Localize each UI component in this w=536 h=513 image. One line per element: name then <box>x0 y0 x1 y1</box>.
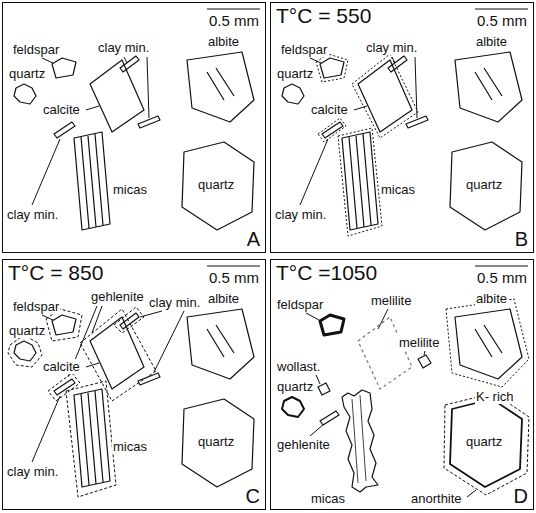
grain-outline <box>32 306 184 462</box>
grain-outline <box>450 399 522 487</box>
grain-outline <box>48 373 80 401</box>
grain-outline <box>352 54 418 138</box>
grain-outline <box>352 395 366 483</box>
mineral-label: gehlenite <box>90 289 145 304</box>
mineral-label: calcite <box>42 102 81 117</box>
mineral-label: quartz <box>465 434 503 449</box>
mineral-label: wollast. <box>276 359 321 374</box>
grain-outline <box>320 411 339 425</box>
temperature-title: T°C = 850 <box>8 261 103 285</box>
grain-outline <box>80 309 156 401</box>
grain-outline <box>320 315 344 335</box>
mineral-label: clay min. <box>148 295 201 310</box>
grain-outline <box>8 335 42 367</box>
mineral-label: quartz <box>8 66 46 81</box>
mineral-label: feldspar <box>280 42 328 57</box>
mineral-label: micas <box>112 439 148 454</box>
mineral-label: clay min. <box>6 464 59 479</box>
mineral-label: quartz <box>276 66 314 81</box>
panel-letter: D <box>514 485 528 508</box>
mineral-label: quartz <box>197 177 235 192</box>
scale-bar-label: 0.5 mm <box>209 269 259 286</box>
scale-bar-label: 0.5 mm <box>209 12 259 29</box>
grain-outline <box>282 397 304 417</box>
mineral-label: clay min. <box>274 207 327 222</box>
mineral-label: clay min. <box>6 207 59 222</box>
scale-bar-label: 0.5 mm <box>477 12 527 29</box>
grain-outline <box>114 307 144 333</box>
grain-outline <box>446 299 529 387</box>
grain-outline <box>455 309 522 379</box>
grain-outline <box>316 54 418 236</box>
mineral-label: micas <box>380 182 416 197</box>
panel-letter: A <box>247 228 260 251</box>
temperature-title: T°C = 550 <box>276 4 371 28</box>
mineral-label: micas <box>112 182 148 197</box>
mineral-label: K- rich <box>475 389 515 404</box>
mineral-label: gehlenite <box>276 437 331 452</box>
panel-c-grains <box>8 266 260 497</box>
mineral-label: calcite <box>42 359 81 374</box>
grain-outline <box>338 128 382 236</box>
mineral-label: quartz <box>8 323 46 338</box>
grain-outline <box>444 393 529 495</box>
mineral-label: calcite <box>310 102 349 117</box>
panel-letter: C <box>246 485 260 508</box>
mineral-label: albite <box>207 291 240 306</box>
panel-letter: B <box>515 228 528 251</box>
mineral-label: melilite <box>370 293 412 308</box>
mineral-label: albite <box>207 34 240 49</box>
mineral-label: albite <box>475 291 508 306</box>
grain-outline <box>342 390 378 492</box>
mineral-label: feldspar <box>276 297 324 312</box>
grain-outline <box>306 309 476 497</box>
grain-outline <box>475 265 528 266</box>
mineral-label: quartz <box>465 177 503 192</box>
mineral-label: feldspar <box>12 299 60 314</box>
mineral-label: albite <box>475 34 508 49</box>
mineral-label: anorthite <box>410 491 463 506</box>
grain-outline <box>316 54 348 82</box>
grain-outline <box>32 57 149 205</box>
mineral-label: clay min. <box>97 40 150 55</box>
grain-outline <box>318 118 346 142</box>
scale-bar-label: 0.5 mm <box>477 269 527 286</box>
mineral-label: micas <box>310 491 346 506</box>
temperature-title: T°C =1050 <box>276 261 377 285</box>
grain-outline <box>318 383 330 395</box>
mineral-label: quartz <box>197 434 235 449</box>
grain-outline <box>475 325 502 357</box>
grain-outline <box>66 381 116 497</box>
grain-outline <box>358 317 412 389</box>
grain-outline <box>418 355 431 368</box>
mineral-label: quartz <box>276 379 314 394</box>
mineral-label: feldspar <box>12 42 60 57</box>
mineral-label: clay min. <box>365 40 418 55</box>
mineral-label: melilite <box>398 335 440 350</box>
